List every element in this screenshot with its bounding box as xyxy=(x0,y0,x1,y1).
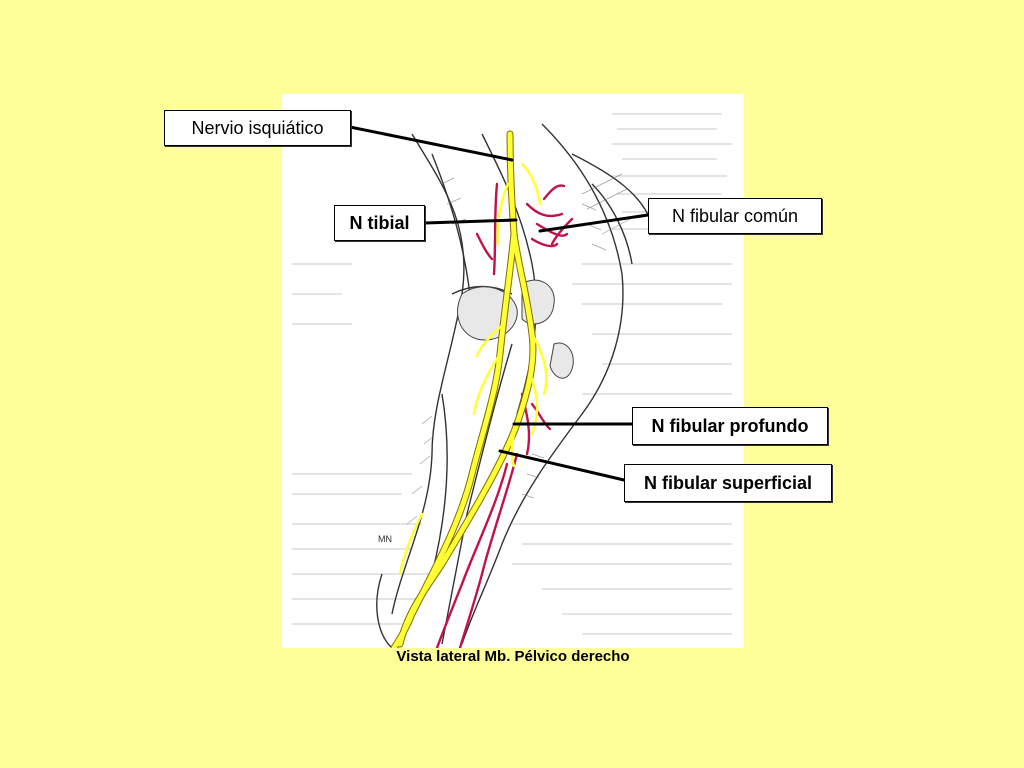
anatomical-illustration: MN xyxy=(282,94,744,648)
label-superficial-fibular-nerve: N fibular superficial xyxy=(624,464,832,502)
label-common-fibular-nerve: N fibular común xyxy=(648,198,822,234)
label-deep-fibular-nerve: N fibular profundo xyxy=(632,407,828,445)
figure-caption: Vista lateral Mb. Pélvico derecho xyxy=(396,648,630,665)
artist-signature: MN xyxy=(378,534,392,544)
label-sciatic-nerve: Nervio isquiático xyxy=(164,110,351,146)
label-tibial-nerve: N tibial xyxy=(334,205,425,241)
